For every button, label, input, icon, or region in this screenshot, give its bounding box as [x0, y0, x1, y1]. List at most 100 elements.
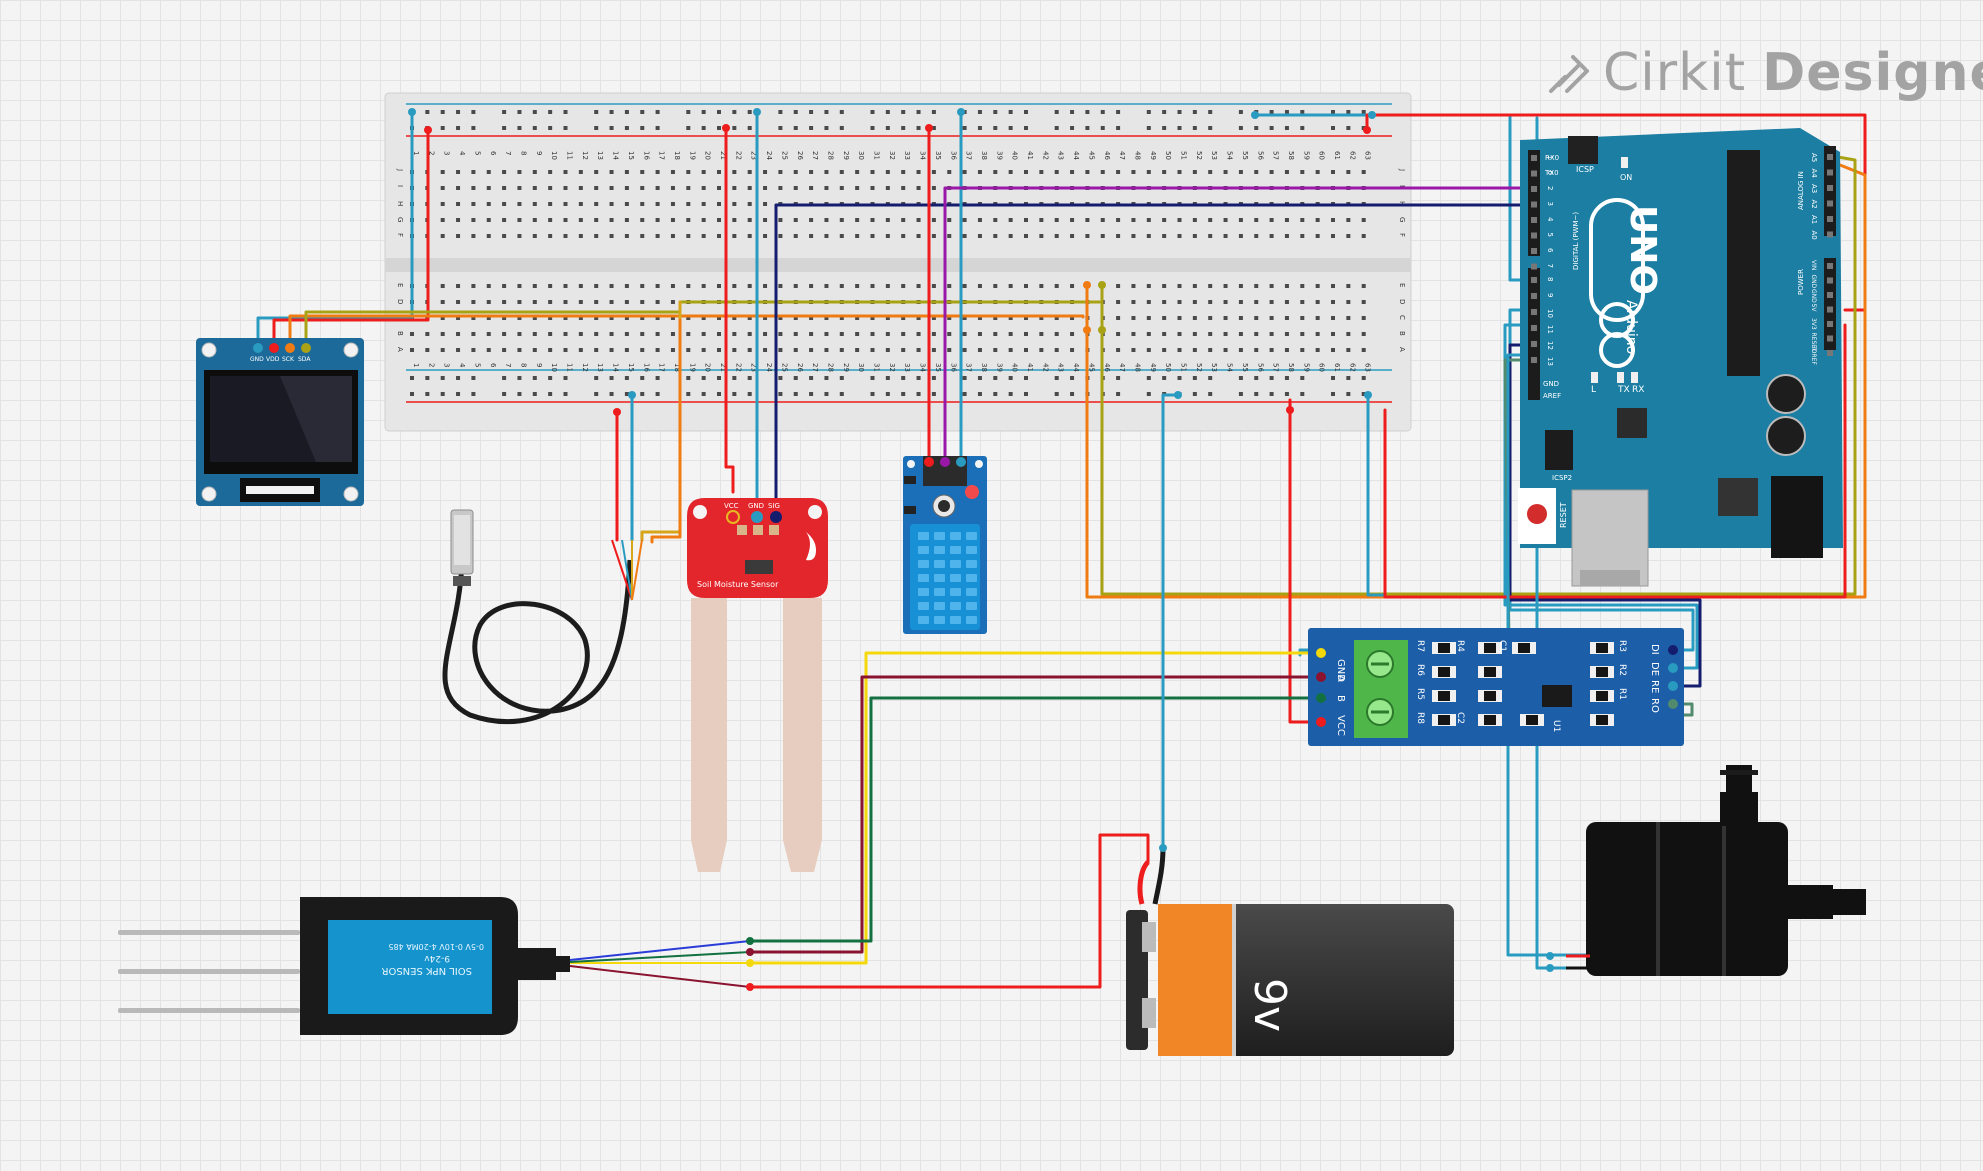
bb-row-label: F — [1398, 233, 1406, 237]
bb-col-label: 56 — [1256, 151, 1264, 160]
rs485-part-label: R2 — [1617, 664, 1627, 676]
arduino-uno[interactable]: UNO Arduino DIGITAL (PWM~) ANALOG IN POW… — [1518, 128, 1843, 587]
arduino-digital-pin-label: 6 — [1546, 248, 1554, 253]
arduino-power-pin-label: GND — [1810, 275, 1817, 289]
arduino-pwm-label: DIGITAL (PWM~) — [1572, 212, 1580, 270]
wire-npk-red[interactable] — [748, 833, 1150, 989]
npk-sensor[interactable]: SOIL NPK SENSOR 9-24v 0-5V 0-10V 4-20MA … — [118, 897, 570, 1035]
bb-col-label: 40 — [1011, 151, 1019, 160]
arduino-aref-label: AREF — [1543, 392, 1561, 400]
bb-col-label: 35 — [934, 363, 942, 372]
wire-sck-a5[interactable] — [1085, 163, 1867, 599]
wire-probe-orange[interactable] — [650, 318, 682, 544]
bb-col-label: 27 — [811, 151, 819, 160]
bb-col-label: 63 — [1364, 363, 1372, 372]
rs485-part-label: R6 — [1415, 664, 1425, 676]
wire-endpoints — [408, 108, 1376, 416]
bb-row-label: D — [1398, 299, 1406, 304]
bb-col-label: 42 — [1041, 363, 1049, 372]
wire-oled-vdd[interactable] — [272, 128, 430, 350]
wire-soil-sig[interactable] — [774, 203, 1542, 519]
bb-col-label: 41 — [1026, 363, 1034, 372]
bb-col-label: 3 — [443, 363, 451, 367]
soil-pin-vcc: VCC — [724, 502, 739, 510]
wire-oled-gnd[interactable] — [256, 110, 414, 350]
wire-npk-maroon[interactable] — [748, 675, 1314, 954]
wire-rs485-di[interactable] — [1508, 308, 1695, 652]
arduino-power-pin-label: 5V — [1810, 304, 1817, 313]
bb-col-label: 38 — [980, 363, 988, 372]
plug-icon — [1549, 55, 1589, 93]
rs485-pin-labels: GND A B VCC DI DE RE RO — [1335, 644, 1660, 736]
bb-col-label: 38 — [980, 151, 988, 160]
arduino-digital-pin-label: 0 — [1546, 171, 1554, 175]
bb-col-label: 25 — [780, 363, 788, 372]
bb-col-label: 45 — [1087, 363, 1095, 372]
bb-col-label: 10 — [550, 151, 558, 160]
water-pump[interactable] — [1546, 765, 1866, 976]
wire-npk-yellow[interactable] — [748, 651, 1314, 965]
bb-row-label: F — [396, 233, 404, 237]
bb-col-label: 14 — [612, 151, 620, 160]
rs485-right-pins — [1668, 645, 1678, 709]
bb-col-label: 11 — [566, 363, 574, 372]
bb-col-label: 53 — [1210, 363, 1218, 372]
arduino-led-l-label: L — [1591, 385, 1596, 395]
wire-rs485-vcc[interactable] — [1288, 398, 1314, 724]
arduino-logo — [1589, 198, 1645, 368]
soil-pin-gnd: GND — [748, 502, 764, 510]
wire-rail-5v-arduino[interactable] — [1365, 113, 1867, 312]
bb-col-label: 1 — [412, 363, 420, 367]
soil-moisture-sensor[interactable]: VCC GND SIG Soil Moisture Sensor — [687, 498, 828, 872]
wire-rs485-re[interactable] — [1508, 343, 1702, 688]
wire-sda-a4[interactable] — [1100, 155, 1857, 596]
bb-col-label: 8 — [519, 151, 527, 155]
bb-col-label: 18 — [673, 363, 681, 372]
bb-row-label: I — [1398, 185, 1406, 187]
oled-display[interactable]: GND VDD SCK SDA — [196, 338, 364, 506]
arduino-analog-pin-label: A5 — [1810, 153, 1818, 162]
bb-col-label: 36 — [949, 151, 957, 160]
arduino-on-label: ON — [1620, 173, 1632, 182]
rs485-pin-ro: RO — [1649, 698, 1660, 713]
bb-col-label: 42 — [1041, 151, 1049, 160]
arduino-digital-pin-label: 12 — [1546, 341, 1554, 350]
wire-rail-5v-arduino-2[interactable] — [1383, 323, 1847, 599]
bb-row-label: H — [396, 201, 404, 206]
bb-col-label: 49 — [1149, 151, 1157, 160]
npk-labels: SOIL NPK SENSOR 9-24v 0-5V 0-10V 4-20MA … — [381, 942, 484, 976]
probe-leads — [611, 539, 643, 601]
battery-label: 9v — [1244, 978, 1295, 1032]
temperature-probe[interactable] — [442, 509, 643, 725]
dht-sensor[interactable] — [903, 456, 987, 634]
bb-col-label: 37 — [965, 151, 973, 160]
oled-pin-labels: GND VDD SCK SDA — [250, 356, 311, 363]
battery-9v[interactable]: 9v — [1126, 844, 1454, 1056]
wire-dht-data[interactable] — [943, 186, 1542, 464]
bb-col-label: 5 — [473, 363, 481, 367]
bb-row-label: G — [1398, 217, 1406, 222]
rs485-pin-re: RE — [1649, 680, 1660, 693]
arduino-power-pin-label: VIN — [1810, 260, 1817, 270]
arduino-labels: UNO Arduino DIGITAL (PWM~) ANALOG IN POW… — [1543, 154, 1805, 528]
bb-col-label: 6 — [489, 151, 497, 156]
wire-rs485-de[interactable] — [1503, 323, 1699, 670]
arduino-analog-pin-label: A4 — [1810, 169, 1818, 179]
bb-col-label: 57 — [1272, 363, 1280, 372]
bb-col-label: 7 — [504, 363, 512, 367]
bb-col-label: 32 — [888, 363, 896, 372]
wire-oled-sck[interactable] — [288, 314, 1085, 350]
brand-name-light: Cirkit — [1603, 43, 1747, 103]
wire-battery-neg[interactable] — [1161, 393, 1180, 850]
arduino-digital-pin-label: 9 — [1546, 293, 1554, 297]
bb-col-label: 55 — [1241, 363, 1249, 372]
wire-soil-vcc[interactable] — [724, 126, 735, 494]
wire-rail-gnd-arduino-2[interactable] — [1366, 393, 1387, 597]
rs485-part-label: R5 — [1415, 688, 1425, 700]
arduino-brand: Arduino — [1623, 300, 1639, 354]
wire-npk-green[interactable] — [748, 696, 1314, 943]
bb-col-label: 2 — [427, 151, 435, 155]
